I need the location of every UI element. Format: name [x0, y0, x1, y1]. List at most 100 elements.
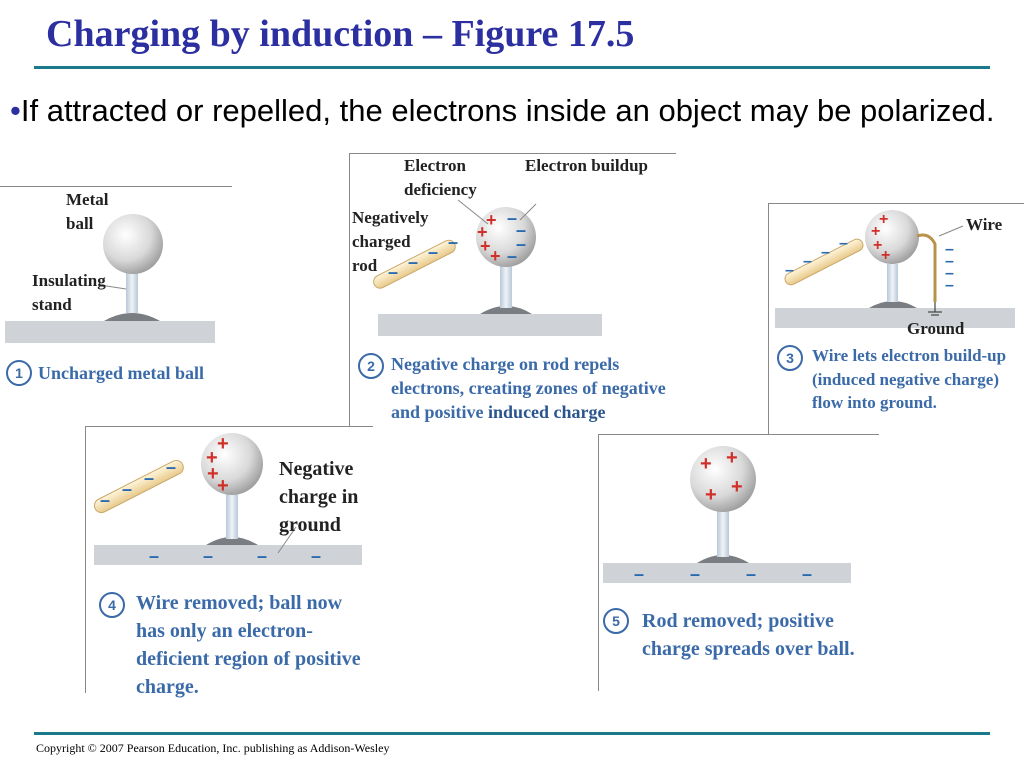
charged-rod: [784, 238, 864, 286]
svg-text:–: –: [428, 242, 438, 262]
caption-5: Rod removed; positive charge spreads ove…: [642, 610, 855, 660]
svg-text:+: +: [705, 484, 717, 506]
step-number-3: 3: [777, 345, 803, 371]
panel-3-illustration: –––– ++++ ––––: [775, 210, 1015, 328]
rod-minus-signs: ––––: [100, 457, 176, 510]
svg-text:–: –: [203, 546, 213, 566]
svg-text:–: –: [388, 262, 398, 282]
footer-rule: [34, 732, 990, 735]
svg-text:+: +: [873, 237, 882, 254]
bullet-point: •If attracted or repelled, the electrons…: [10, 88, 1000, 134]
svg-text:–: –: [408, 252, 418, 272]
metal-ball: [103, 214, 163, 274]
title-rule: [34, 66, 990, 69]
floor: [775, 308, 1015, 328]
step-number-1: 1: [6, 360, 32, 386]
svg-text:–: –: [802, 564, 812, 584]
svg-text:+: +: [871, 223, 880, 240]
ball-plus-signs: ++++: [477, 210, 501, 266]
ball-plus-signs: ++++: [700, 447, 743, 506]
panel-4: –––– ++++ –––– Negative charge in ground…: [85, 426, 373, 698]
metal-ball: [476, 207, 536, 267]
step-number-2: 2: [358, 353, 384, 379]
insulating-stand: [887, 264, 898, 302]
metal-ball: [690, 446, 756, 512]
stand-base: [480, 306, 532, 314]
svg-text:–: –: [803, 253, 812, 270]
ground-minus-signs: ––––: [634, 564, 812, 584]
svg-text:+: +: [477, 222, 488, 242]
svg-text:+: +: [486, 210, 497, 230]
rod-minus-signs: ––––: [388, 232, 458, 282]
panel-2: –––– ++++ –––– Electron deficiency Elect…: [349, 153, 676, 449]
panel-4-illustration: –––– ++++ ––––: [93, 433, 362, 566]
panel-1-illustration: [5, 214, 215, 343]
svg-text:+: +: [879, 211, 888, 228]
insulating-stand: [500, 266, 512, 308]
copyright-footer: Copyright © 2007 Pearson Education, Inc.…: [36, 741, 390, 755]
ball-plus-signs: ++++: [871, 211, 890, 264]
svg-text:–: –: [311, 546, 321, 566]
svg-text:–: –: [122, 479, 132, 499]
svg-text:+: +: [217, 475, 229, 497]
bullet-text: If attracted or repelled, the electrons …: [20, 93, 995, 128]
svg-text:+: +: [207, 463, 219, 485]
svg-text:–: –: [945, 277, 954, 294]
caption-2-emphasis: induced charge: [488, 402, 606, 422]
ball-minus-signs: ––––: [507, 208, 526, 266]
panel-5-illustration: ++++ ––––: [603, 446, 851, 584]
label-ground: Ground: [907, 319, 965, 338]
panel-2-illustration: –––– ++++ ––––: [373, 199, 602, 336]
svg-text:–: –: [144, 468, 154, 488]
stand-base: [206, 537, 258, 545]
svg-text:–: –: [448, 232, 458, 252]
stand-base: [869, 301, 917, 308]
ground-symbol: [928, 302, 942, 316]
svg-text:–: –: [257, 546, 267, 566]
svg-text:–: –: [507, 246, 517, 266]
floor: [5, 321, 215, 343]
svg-text:–: –: [166, 457, 176, 477]
slide-title: Charging by induction – Figure 17.5: [46, 13, 635, 55]
ball-plus-signs: ++++: [206, 433, 229, 497]
svg-text:–: –: [516, 220, 526, 240]
floor: [603, 563, 851, 583]
caption-3: Wire lets electron build-up (induced neg…: [812, 346, 1007, 412]
label-negatively-charged-rod: Negatively charged rod: [352, 208, 429, 275]
metal-ball: [201, 433, 263, 495]
svg-text:–: –: [507, 208, 517, 228]
svg-text:+: +: [881, 247, 890, 264]
floor: [378, 314, 602, 336]
stand-base: [697, 555, 749, 563]
svg-text:–: –: [100, 490, 110, 510]
svg-text:+: +: [480, 236, 491, 256]
svg-text:+: +: [217, 433, 229, 455]
svg-text:+: +: [490, 246, 501, 266]
step-number-4: 4: [99, 592, 125, 618]
svg-text:–: –: [634, 564, 644, 584]
svg-text:+: +: [731, 476, 743, 498]
svg-text:–: –: [839, 235, 848, 252]
rod-minus-signs: ––––: [785, 235, 848, 279]
svg-text:–: –: [945, 265, 954, 282]
svg-text:–: –: [516, 234, 526, 254]
label-metal-ball: Metal ball: [66, 190, 109, 233]
leader-buildup: [519, 203, 537, 221]
svg-text:–: –: [945, 241, 954, 258]
leader-insulating: [99, 284, 127, 290]
insulating-stand: [226, 493, 238, 539]
caption-1: Uncharged metal ball: [38, 363, 204, 383]
leader-deficiency: [457, 199, 489, 225]
svg-text:–: –: [690, 564, 700, 584]
panel-1: Metal ball Insulating stand 1 Uncharged …: [0, 186, 232, 397]
floor: [94, 545, 362, 565]
panel-3: –––– ++++ –––– Wire Ground 3 Wire lets e…: [768, 203, 1024, 436]
svg-text:–: –: [746, 564, 756, 584]
step-number-5: 5: [603, 608, 629, 634]
bullet-marker: •: [10, 93, 21, 128]
svg-text:+: +: [206, 447, 218, 469]
leader-ground: [277, 526, 297, 554]
svg-text:–: –: [821, 244, 830, 261]
metal-ball: [865, 210, 919, 264]
label-negative-charge-in-ground: Negative charge in ground: [279, 458, 359, 536]
